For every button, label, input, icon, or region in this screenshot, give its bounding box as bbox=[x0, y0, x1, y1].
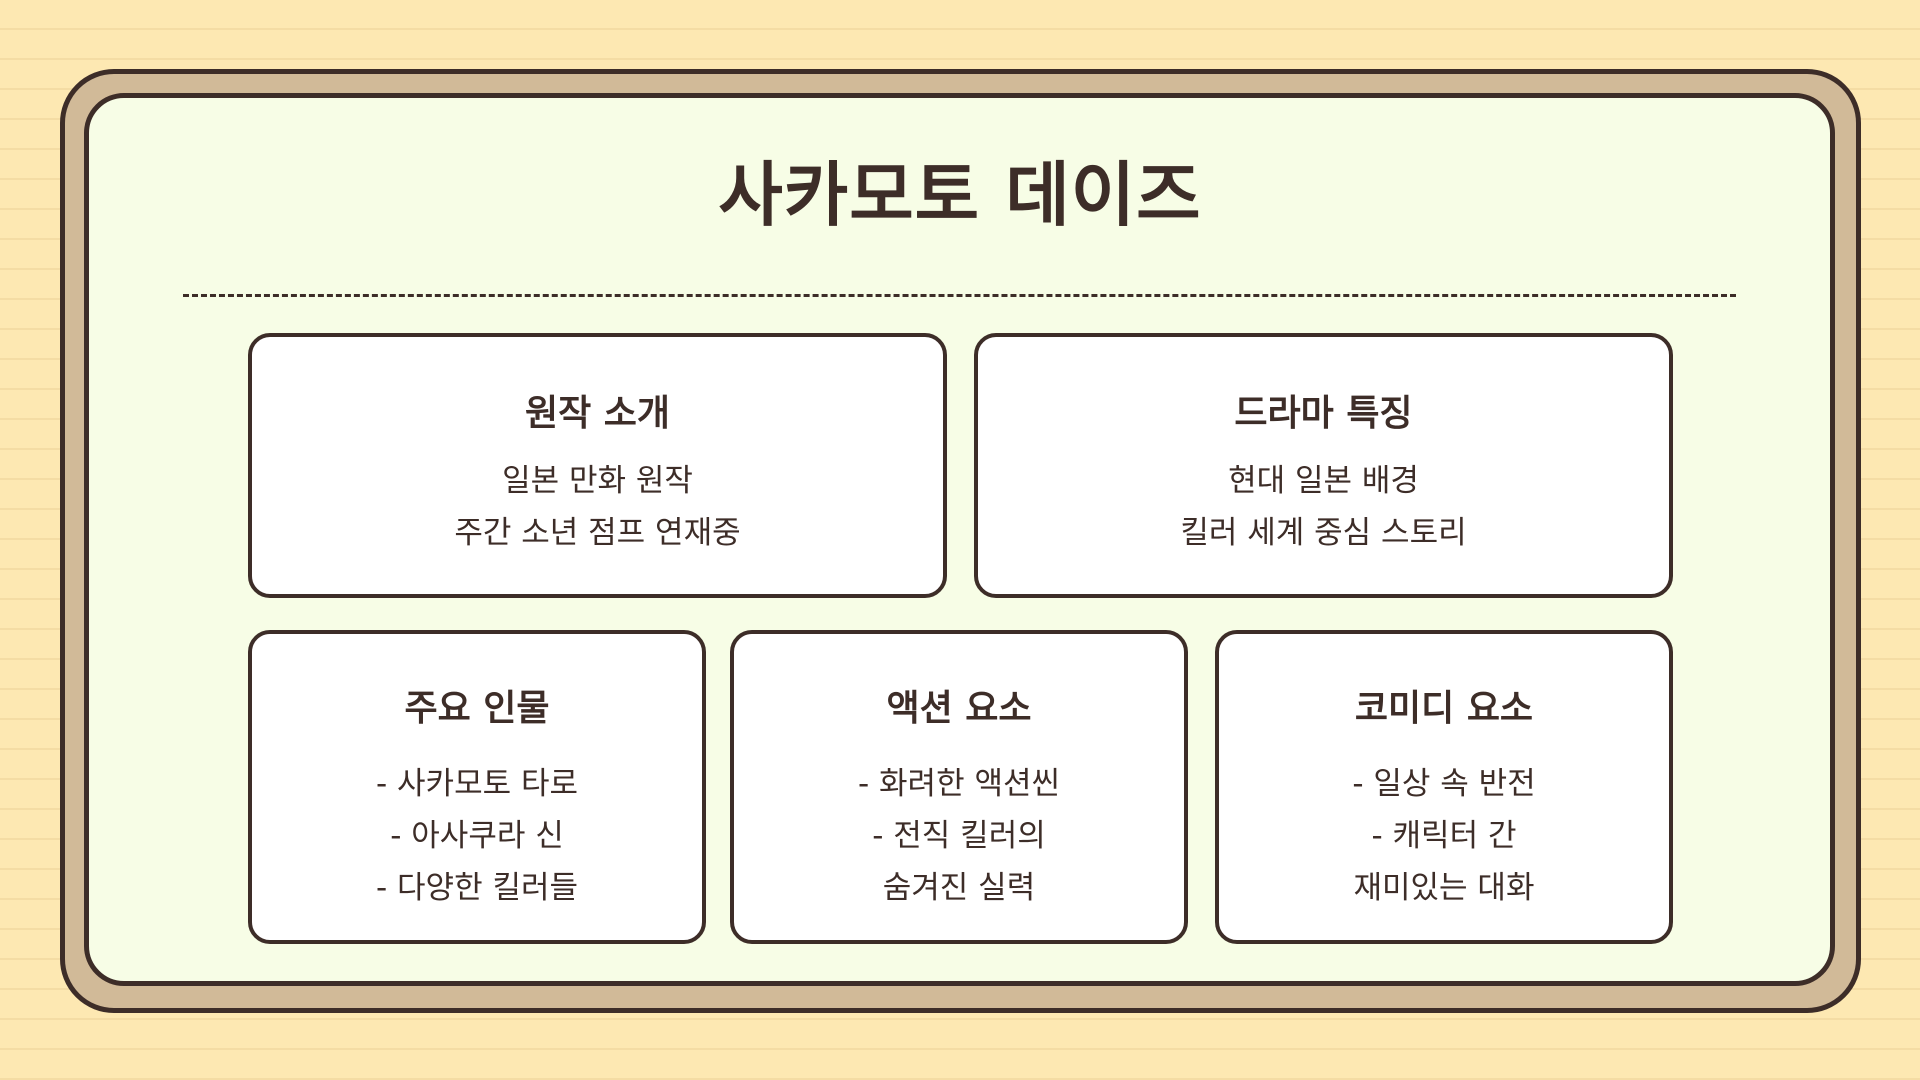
card-line: 주간 소년 점프 연재중 bbox=[454, 515, 741, 551]
card-line: - 화려한 액션씬 bbox=[857, 766, 1060, 802]
card-line: - 캐릭터 간 bbox=[1371, 818, 1517, 854]
dashed-divider bbox=[183, 294, 1736, 297]
card-line: 현대 일본 배경 bbox=[1228, 463, 1419, 499]
card-line: 킬러 세계 중심 스토리 bbox=[1180, 515, 1467, 551]
card-line: - 다양한 킬러들 bbox=[375, 870, 578, 906]
card-title: 주요 인물 bbox=[404, 688, 550, 729]
card-title: 드라마 특징 bbox=[1234, 393, 1413, 434]
card-drama-features: 드라마 특징 현대 일본 배경 킬러 세계 중심 스토리 bbox=[974, 333, 1673, 598]
card-original-intro: 원작 소개 일본 만화 원작 주간 소년 점프 연재중 bbox=[248, 333, 947, 598]
card-line: - 아사쿠라 신 bbox=[390, 818, 564, 854]
card-main-characters: 주요 인물 - 사카모토 타로 - 아사쿠라 신 - 다양한 킬러들 bbox=[248, 630, 706, 944]
card-line: - 사카모토 타로 bbox=[375, 766, 578, 802]
card-line: - 전직 킬러의 bbox=[872, 818, 1046, 854]
card-title: 원작 소개 bbox=[524, 393, 670, 434]
card-title: 액션 요소 bbox=[886, 688, 1032, 729]
card-line: 재미있는 대화 bbox=[1353, 870, 1535, 906]
card-line: 숨겨진 실력 bbox=[882, 870, 1036, 906]
card-line: - 일상 속 반전 bbox=[1352, 766, 1536, 802]
card-title: 코미디 요소 bbox=[1354, 688, 1534, 729]
card-line: 일본 만화 원작 bbox=[502, 463, 693, 499]
card-action-elements: 액션 요소 - 화려한 액션씬 - 전직 킬러의 숨겨진 실력 bbox=[730, 630, 1188, 944]
page-title: 사카모토 데이즈 bbox=[718, 154, 1202, 236]
card-comedy-elements: 코미디 요소 - 일상 속 반전 - 캐릭터 간 재미있는 대화 bbox=[1215, 630, 1673, 944]
